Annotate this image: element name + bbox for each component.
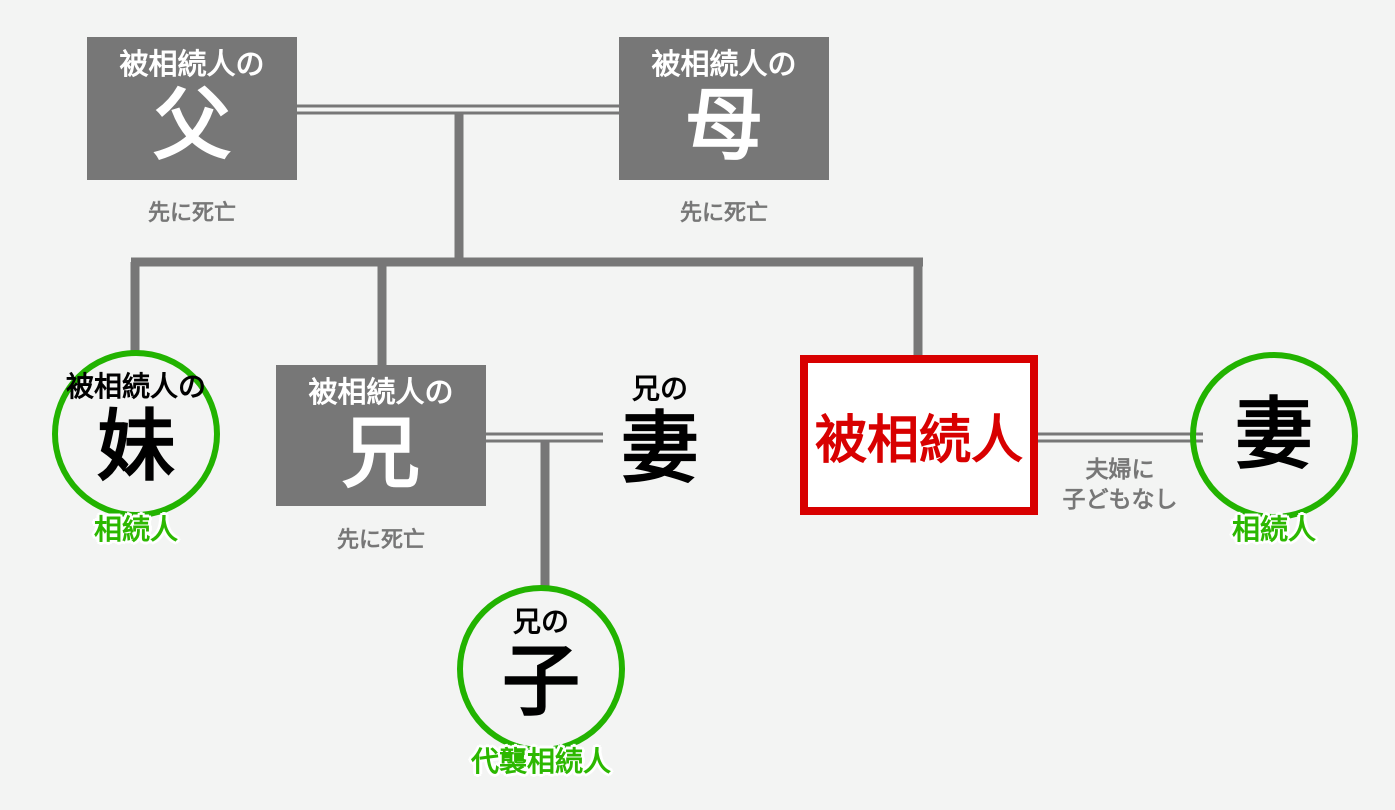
mother-prefix: 被相続人の bbox=[651, 47, 797, 81]
couple-note-line2: 子どもなし bbox=[1062, 487, 1178, 513]
sister-prefix: 被相続人の bbox=[65, 370, 206, 403]
mother-label: 母 bbox=[684, 81, 763, 171]
brother-wife-label: 妻 bbox=[620, 404, 699, 494]
deceased-box: 被相続人 bbox=[800, 355, 1038, 515]
brother-prefix: 被相続人の bbox=[308, 375, 454, 409]
wife-label: 妻 bbox=[1234, 390, 1313, 480]
nephew-text: 兄の 子 bbox=[457, 605, 625, 725]
brother-wife-text: 兄の 妻 bbox=[600, 372, 720, 492]
mother-box: 被相続人の 母 bbox=[619, 37, 829, 180]
father-prefix: 被相続人の bbox=[119, 47, 265, 81]
father-box: 被相続人の 父 bbox=[87, 37, 297, 180]
deceased-label: 被相続人 bbox=[814, 410, 1023, 471]
brother-wife-prefix: 兄の bbox=[631, 372, 688, 405]
couple-note: 夫婦に 子どもなし bbox=[1050, 455, 1190, 515]
father-label: 父 bbox=[152, 81, 231, 171]
brother-box: 被相続人の 兄 bbox=[276, 365, 486, 506]
sister-role: 相続人 bbox=[93, 513, 178, 546]
nephew-role: 代襲相続人 bbox=[470, 745, 611, 778]
sister-circle bbox=[52, 350, 220, 518]
wife-circle bbox=[1190, 352, 1358, 520]
couple-note-line1: 夫婦に bbox=[1085, 457, 1155, 483]
sister-label: 妹 bbox=[96, 402, 175, 492]
sister-text: 被相続人の 妹 bbox=[26, 370, 246, 490]
nephew-label: 子 bbox=[501, 637, 580, 727]
nephew-circle bbox=[457, 585, 625, 753]
nephew-prefix: 兄の bbox=[512, 605, 569, 638]
mother-status: 先に死亡 bbox=[679, 201, 768, 226]
brother-status: 先に死亡 bbox=[336, 528, 425, 553]
brother-label: 兄 bbox=[341, 409, 420, 499]
wife-role: 相続人 bbox=[1231, 513, 1316, 546]
wife-text: 妻 bbox=[1190, 392, 1358, 478]
father-status: 先に死亡 bbox=[147, 201, 236, 226]
